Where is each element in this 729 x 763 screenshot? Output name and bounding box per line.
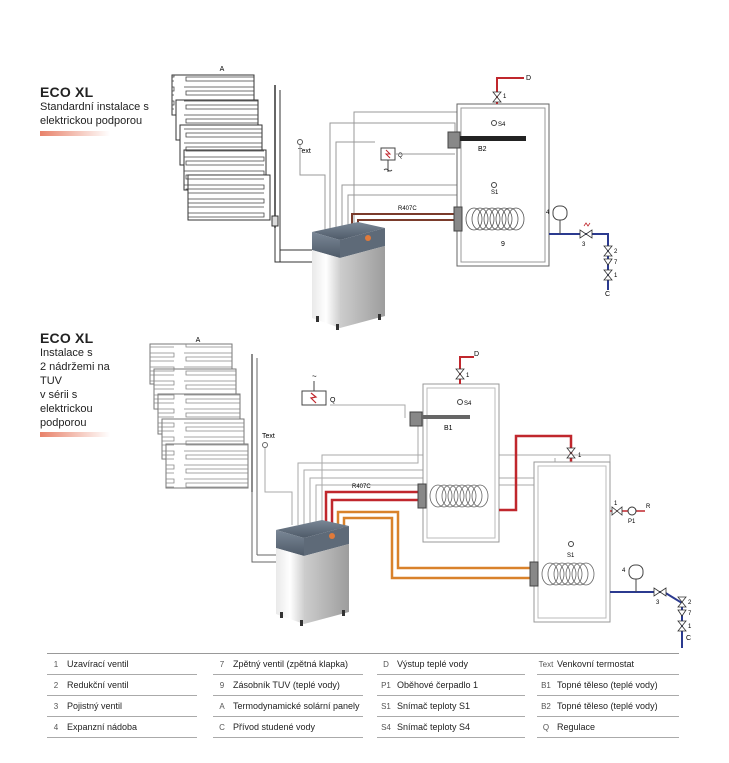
check-valve-label-7: 7 (614, 260, 618, 266)
valve-label-1-bottom: 1 (614, 273, 618, 279)
power-symbol-label: ~ (312, 372, 317, 381)
reducer-label-2-2: 2 (688, 600, 692, 606)
check-valve-label-7-2: 7 (688, 611, 692, 617)
valve-label-1-inlet-2: 1 (688, 624, 692, 630)
system-2-title: ECO XL (40, 330, 94, 346)
sensor-label-s4-2: S4 (464, 401, 472, 407)
panel-label-a-2: A (196, 337, 201, 344)
system-1-underline (40, 131, 110, 136)
refrigerant-label-1: R407C (398, 206, 417, 212)
hot-water-outlet-label-d-2: D (474, 351, 479, 358)
sensor-label-s1: S1 (491, 190, 499, 196)
valve-label-1-top: 1 (503, 94, 507, 100)
heater-label-b1: B1 (444, 425, 453, 432)
heat-pump-unit-2 (276, 520, 349, 626)
solar-panels-a-1: A (171, 66, 281, 262)
cold-inlet-label-c-2: C (686, 635, 691, 642)
solar-panels-a-2: A (149, 337, 258, 555)
expansion-vessel-label-4-2: 4 (622, 568, 626, 574)
system-2: A Text ~ Q R407C (149, 337, 692, 648)
valve-label-1-recirc: 1 (614, 501, 618, 507)
sensor-label-s4: S4 (498, 122, 506, 128)
expansion-vessel-label-4: 4 (546, 210, 550, 216)
refrigerant-label-2: R407C (352, 484, 371, 490)
safety-valve-label-3: 3 (582, 242, 586, 248)
panel-label-a: A (220, 66, 225, 73)
hot-water-tank-9: 9 (456, 103, 550, 267)
system-1-subtitle: Standardní instalace s elektrickou podpo… (40, 101, 149, 127)
reducer-label-2: 2 (614, 249, 618, 255)
regulator-label-q: Q (398, 153, 403, 159)
tank-label-9: 9 (501, 241, 505, 248)
heat-pump-unit-1 (312, 222, 385, 330)
sensor-label-s1-2: S1 (567, 553, 575, 559)
outdoor-thermostat-label-2: Text (262, 433, 275, 440)
heater-label-b2: B2 (478, 146, 487, 153)
outdoor-thermostat-label: Text (298, 148, 311, 155)
pump-label-p1: P1 (628, 519, 636, 525)
hot-water-tank-1 (422, 383, 500, 543)
regulator-label-q-2: Q (330, 397, 336, 404)
cold-inlet-label-c: C (605, 291, 610, 298)
valve-label-1-link: 1 (578, 453, 582, 459)
valve-label-1-tank1: 1 (466, 373, 470, 379)
hot-water-outlet-label-d: D (526, 75, 531, 82)
system-1-title: ECO XL (40, 84, 94, 100)
safety-valve-label-3-2: 3 (656, 600, 660, 606)
return-label-r: R (646, 504, 651, 510)
system-1: A Text Q R407C (171, 66, 618, 330)
system-2-underline (40, 432, 110, 437)
system-2-subtitle: Instalace s 2 nádržemi na TUV v sérii s … (40, 347, 110, 429)
